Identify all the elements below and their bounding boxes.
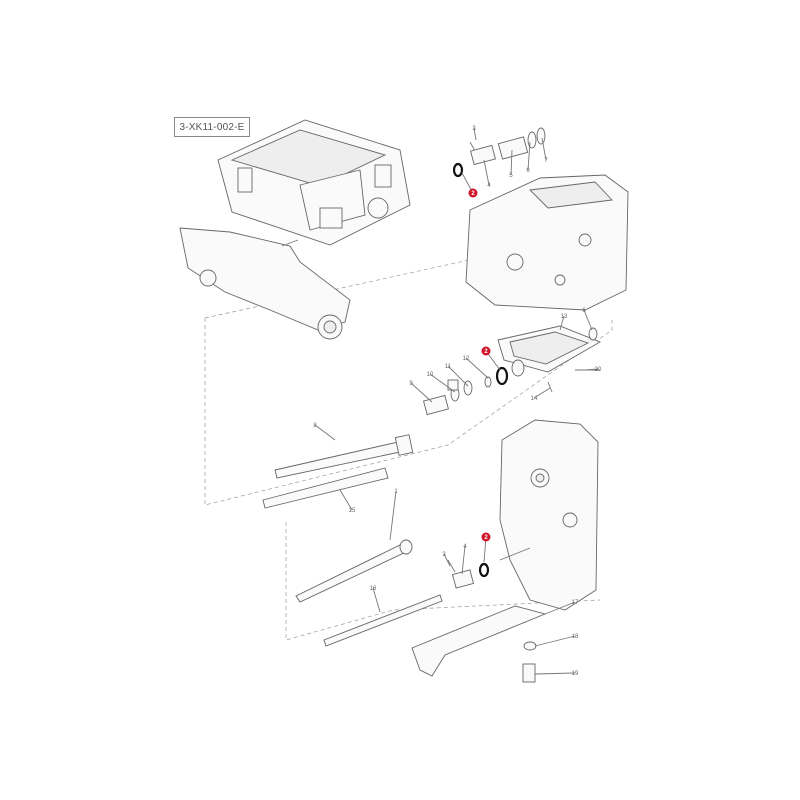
callout-label-c19: 19 <box>572 671 579 677</box>
callout-label-c2a: 2 <box>471 191 475 197</box>
callout-leader-c4a <box>483 159 490 186</box>
callout-label-c16: 16 <box>370 586 377 592</box>
gearbox-front-view <box>465 174 629 311</box>
callout-label-c14: 14 <box>531 396 538 402</box>
callout-leader-c8 <box>314 424 336 441</box>
callout-label-c17: 17 <box>572 600 579 606</box>
callout-leader-c11 <box>447 365 469 387</box>
callout-label-c1: 1 <box>394 489 398 495</box>
callout-label-c3b: 3 <box>442 552 446 558</box>
callout-label-c10: 10 <box>427 372 434 378</box>
center-housing <box>217 119 411 246</box>
upper-small-parts <box>452 127 546 178</box>
callout-label-c15: 15 <box>349 508 356 514</box>
callout-leader-c13 <box>559 315 565 331</box>
callout-label-c8: 8 <box>313 423 317 429</box>
lower-small-parts <box>447 559 490 589</box>
callout-label-c5a: 5 <box>509 173 513 179</box>
callout-leader-c5a <box>510 149 513 176</box>
callout-leader-c14 <box>533 387 551 399</box>
callout-leader-c10 <box>429 373 456 393</box>
callout-label-c4a: 4 <box>487 183 491 189</box>
highlight-marker-c2b <box>481 346 491 356</box>
callout-leader-c3b <box>443 553 451 567</box>
callout-label-c6a: 6 <box>526 168 530 174</box>
callout-label-c11: 11 <box>445 364 452 370</box>
axle-housing <box>179 227 351 340</box>
callout-label-c9: 9 <box>409 381 413 387</box>
callout-leader-c18 <box>534 635 576 647</box>
long-shafts <box>262 434 443 647</box>
cover-plate <box>484 325 602 393</box>
callout-leader-c1 <box>389 490 397 541</box>
callout-leader-c17 <box>544 601 576 615</box>
bracket <box>411 605 547 683</box>
callout-label-c7a: 7 <box>544 158 548 164</box>
callout-leader-c7a <box>541 137 547 161</box>
callout-leader-c20 <box>584 368 599 371</box>
callout-leader-c6b <box>583 309 593 331</box>
callout-label-c6b: 6 <box>582 308 586 314</box>
highlight-marker-c2c <box>481 532 491 542</box>
callout-label-c13: 13 <box>561 314 568 320</box>
callout-label-c2c: 2 <box>484 535 488 541</box>
highlight-marker-c2a <box>468 188 478 198</box>
callout-leader-c16 <box>372 587 381 613</box>
callout-leader-c6a <box>527 141 531 171</box>
callout-label-c4b: 4 <box>463 544 467 550</box>
callout-leader-c15 <box>339 489 353 511</box>
callout-label-c2b: 2 <box>484 349 488 355</box>
callout-label-c12: 12 <box>463 356 470 362</box>
callout-label-c18: 18 <box>572 634 579 640</box>
callout-leader-c19 <box>534 672 576 675</box>
callout-leader-c9 <box>410 382 433 403</box>
middle-shaft-parts <box>423 379 473 416</box>
callout-leader-c3a <box>473 127 477 141</box>
callout-leader-c4b <box>461 545 466 575</box>
gearbox-rear-view <box>499 419 599 611</box>
callout-label-c20: 20 <box>595 367 602 373</box>
reference-code-box: 3-XK11-002-E <box>174 117 250 137</box>
callout-label-c3a: 3 <box>472 126 476 132</box>
callout-leader-c12 <box>465 357 489 379</box>
